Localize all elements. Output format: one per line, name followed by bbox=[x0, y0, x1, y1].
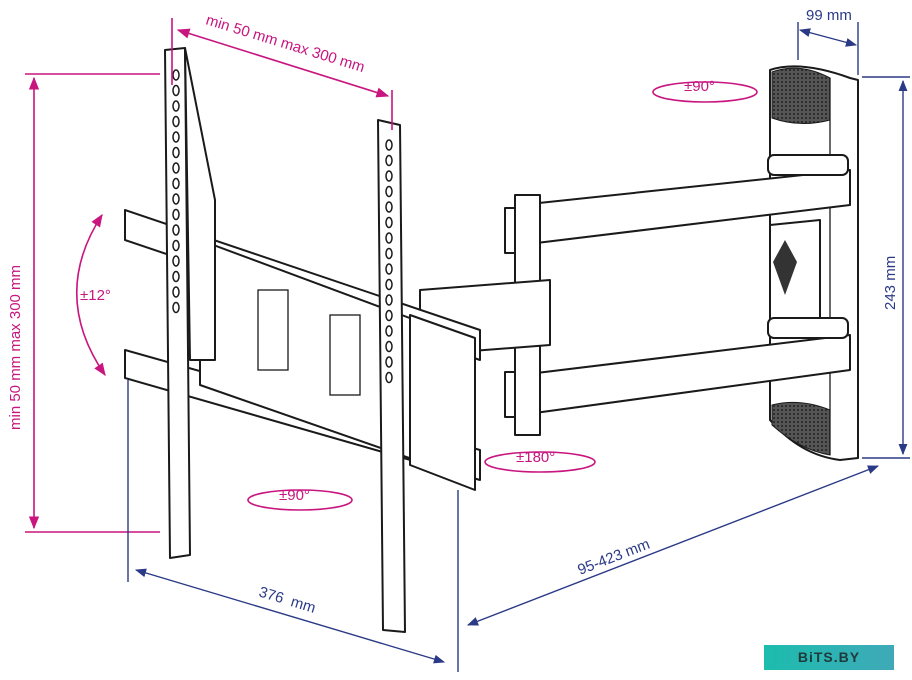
width-label: 376 mm bbox=[257, 584, 318, 617]
rail-hole bbox=[172, 224, 180, 236]
extension-label: 95-423 mm bbox=[575, 536, 652, 579]
vesa-vertical-label: min 50 mm max 300 mm bbox=[7, 265, 24, 430]
rotation-screen-label: ±90° bbox=[279, 487, 310, 504]
rail-hole bbox=[385, 139, 393, 151]
rail-hole bbox=[172, 255, 180, 267]
rail-hole bbox=[172, 270, 180, 283]
swivel-arm-label: ±180° bbox=[516, 449, 555, 466]
rail-hole bbox=[172, 84, 180, 97]
height-label: 243 mm bbox=[882, 256, 899, 310]
rail-hole bbox=[172, 162, 180, 174]
rail-hole bbox=[172, 301, 180, 314]
rail-hole bbox=[172, 193, 180, 205]
rail-hole bbox=[385, 201, 393, 213]
rail-hole bbox=[385, 371, 393, 384]
rail-hole bbox=[385, 216, 393, 229]
rail-hole bbox=[385, 170, 393, 182]
rail-holes bbox=[172, 69, 393, 384]
rail-hole bbox=[172, 286, 180, 298]
rail-hole bbox=[172, 146, 180, 159]
depth-label: 99 mm bbox=[806, 7, 852, 24]
rail-hole bbox=[172, 115, 180, 128]
rail-hole bbox=[385, 356, 393, 368]
rail-hole bbox=[172, 69, 180, 81]
tilt-label: ±12° bbox=[80, 287, 111, 304]
vesa-dimensions bbox=[25, 18, 758, 533]
rail-hole bbox=[385, 232, 393, 244]
rail-hole bbox=[385, 247, 393, 260]
rail-hole bbox=[385, 154, 393, 167]
mount-dimensions bbox=[127, 22, 910, 672]
rail-hole bbox=[172, 131, 180, 143]
wall-plate bbox=[769, 65, 859, 461]
rail-hole bbox=[385, 185, 393, 198]
swivel-wall-label: ±90° bbox=[684, 78, 715, 95]
rail-hole bbox=[172, 177, 180, 190]
rail-hole bbox=[385, 294, 393, 306]
watermark-logo: BiTS.BY bbox=[764, 645, 894, 670]
rail-hole bbox=[385, 278, 393, 291]
vesa-horizontal-label: min 50 mm max 300 mm bbox=[204, 12, 367, 77]
rail-hole bbox=[385, 340, 393, 353]
rail-hole bbox=[385, 263, 393, 275]
rail-hole bbox=[172, 239, 180, 252]
rail-hole bbox=[385, 325, 393, 337]
rail-hole bbox=[172, 208, 180, 221]
rail-hole bbox=[172, 100, 180, 112]
rail-hole bbox=[385, 309, 393, 322]
